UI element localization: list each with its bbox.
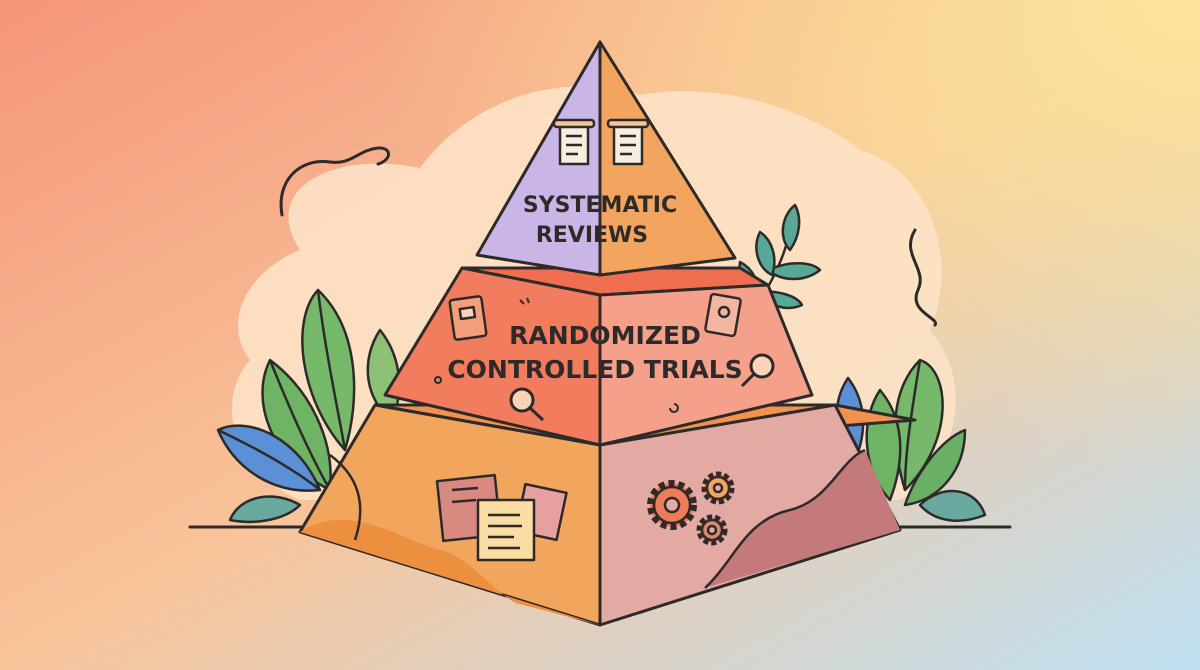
tier-middle-label-line1: RANDOMIZED [509, 321, 701, 350]
gears-icon [647, 471, 735, 546]
tier-top [475, 40, 737, 277]
tier-bottom-right-shade [705, 450, 900, 588]
tier-bottom-left-shade [300, 519, 600, 625]
tier-middle-label-line2: CONTROLLED TRIALS [447, 355, 742, 384]
scroll-icon [606, 118, 650, 166]
notebook-icon [448, 295, 488, 341]
tier-top-right-face [598, 40, 737, 277]
tier-middle-right-face [598, 283, 814, 447]
tier-middle [383, 266, 814, 447]
sparkle-marks [434, 297, 679, 413]
documents-icon [435, 473, 568, 562]
scroll-icon [552, 118, 596, 166]
wavy-line-right [909, 228, 937, 327]
notebook-icon [704, 292, 742, 338]
tier-top-label-line1: SYSTEMATIC [523, 193, 677, 218]
tier-top-label-line2: REVIEWS [536, 223, 648, 248]
leaf-plants-left [216, 288, 401, 524]
wavy-line-left [279, 146, 390, 217]
magnifier-icon [740, 353, 775, 388]
magnifier-icon [509, 387, 545, 422]
